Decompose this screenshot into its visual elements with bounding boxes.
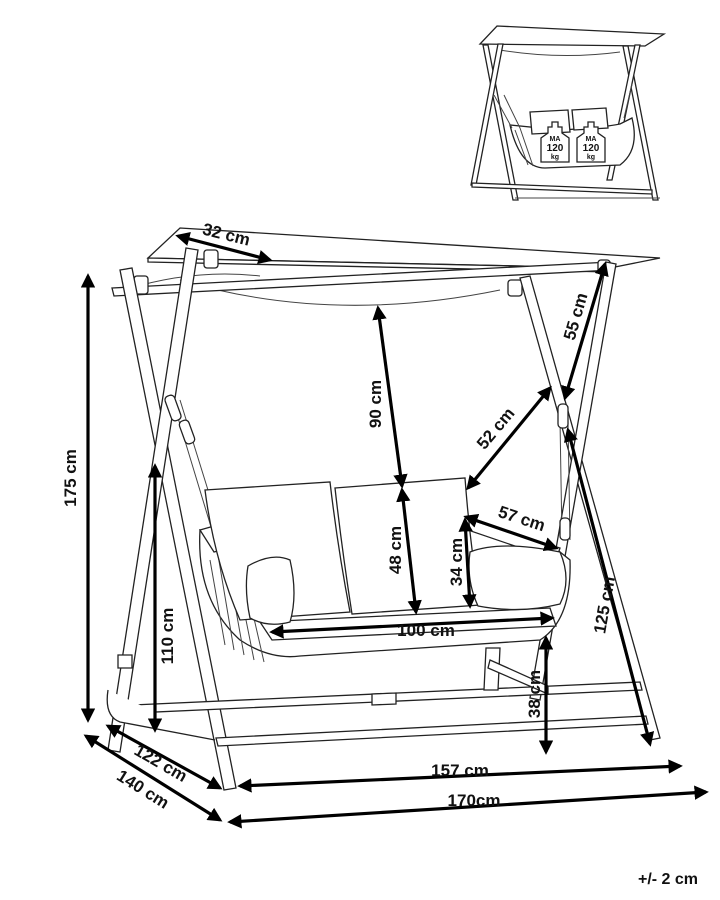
badge-right-value: 120 [583, 143, 600, 154]
arrow-seat-width [269, 611, 555, 639]
arrow-total-depth [83, 734, 223, 822]
arrow-armrest-to-canopy [561, 261, 609, 401]
arrow-seat-depth [463, 513, 559, 552]
badge-left-unit: kg [551, 154, 559, 161]
label-inner-width: 157 cm [431, 761, 489, 780]
thumbnail-swing: MA 120 kg MA 120 kg [470, 25, 667, 201]
badge-left-prefix: MA [550, 136, 561, 143]
label-frame-leg-height: 110 cm [158, 608, 177, 665]
dimension-arrows [80, 231, 709, 829]
badge-right-prefix: MA [586, 136, 597, 143]
label-armrest-to-canopy: 55 cm [560, 291, 592, 343]
label-total-height: 175 cm [61, 449, 80, 507]
weight-badge-left: MA 120 kg [540, 121, 570, 163]
label-total-width: 170cm [448, 791, 501, 810]
arrow-total-width [227, 785, 709, 829]
tolerance-note: +/- 2 cm [638, 871, 698, 888]
arrow-armrest-height [458, 517, 477, 609]
label-chain-length: 52 cm [473, 404, 519, 453]
label-backrest-height: 48 cm [386, 526, 405, 574]
label-seat-width: 100 cm [397, 621, 455, 640]
badge-left-value: 120 [547, 143, 564, 154]
weight-badge-right: MA 120 kg [576, 121, 606, 163]
badge-right-unit: kg [587, 154, 595, 161]
arrow-canopy-depth [175, 231, 273, 265]
arrow-frame-side-height [563, 427, 655, 747]
label-armrest-height: 34 cm [447, 538, 466, 586]
arrow-chain-length [466, 385, 552, 491]
arrow-inner-width [237, 759, 683, 793]
label-canopy-to-seat: 90 cm [366, 380, 385, 428]
arrow-canopy-to-seat [372, 305, 408, 489]
arrow-backrest-height [396, 487, 422, 615]
label-seat-height: 38 cm [525, 670, 544, 718]
